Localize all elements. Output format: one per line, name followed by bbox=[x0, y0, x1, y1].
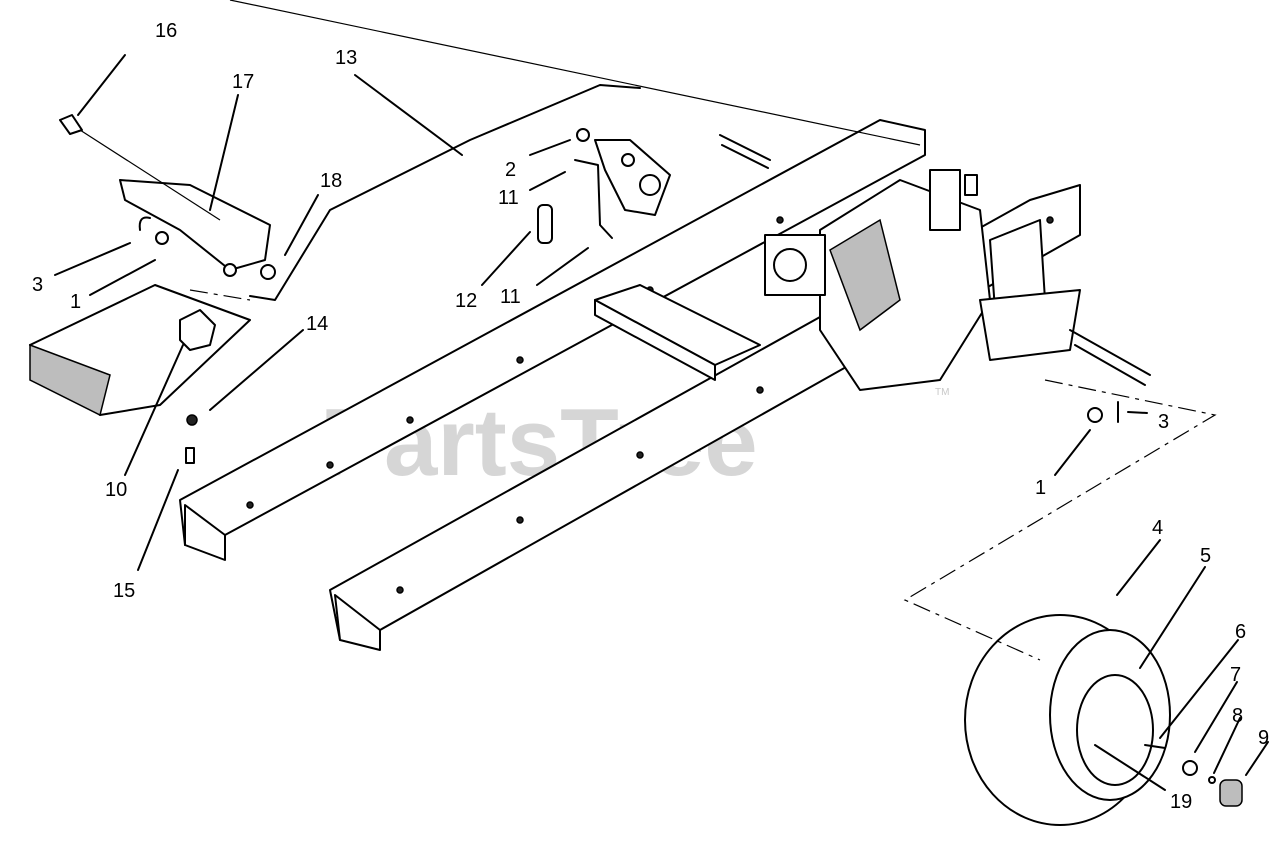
callout-16: 16 bbox=[155, 20, 177, 42]
shift-lever bbox=[119, 179, 276, 280]
callout-5: 5 bbox=[1200, 545, 1211, 567]
callout-1-left: 1 bbox=[70, 291, 81, 313]
callout-14: 14 bbox=[306, 313, 328, 335]
frame-rail-left bbox=[179, 0, 926, 561]
callout-7: 7 bbox=[1230, 664, 1241, 686]
bolt-16 bbox=[59, 114, 221, 221]
leader-lines bbox=[54, 54, 1269, 791]
callout-11-upper: 11 bbox=[498, 187, 519, 209]
callout-4: 4 bbox=[1152, 517, 1163, 539]
callout-2: 2 bbox=[505, 159, 516, 181]
callout-17: 17 bbox=[232, 71, 254, 93]
callout-11-lower: 11 bbox=[500, 286, 521, 308]
transaxle bbox=[719, 134, 1151, 391]
rear-wheel bbox=[964, 614, 1243, 826]
callouts: 16 17 13 18 3 1 2 11 12 11 14 10 15 3 1 … bbox=[32, 20, 1269, 813]
callout-18: 18 bbox=[320, 170, 342, 192]
callout-15: 15 bbox=[113, 580, 135, 602]
callout-13: 13 bbox=[335, 47, 357, 69]
reference-lines bbox=[189, 289, 1217, 661]
callout-6: 6 bbox=[1235, 621, 1246, 643]
callout-1-right: 1 bbox=[1035, 477, 1046, 499]
seat-plate bbox=[29, 284, 251, 464]
shift-rod bbox=[249, 84, 641, 301]
callout-3-right: 3 bbox=[1158, 411, 1169, 433]
watermark-trademark: TM bbox=[935, 387, 949, 398]
brake-linkage bbox=[537, 128, 671, 244]
callout-12: 12 bbox=[455, 290, 477, 312]
callout-3-left: 3 bbox=[32, 274, 43, 296]
cross-member bbox=[594, 284, 761, 381]
callout-19: 19 bbox=[1170, 791, 1192, 813]
callout-8: 8 bbox=[1232, 705, 1243, 727]
axle-hardware bbox=[1087, 401, 1119, 423]
callout-9: 9 bbox=[1258, 727, 1269, 749]
callout-10: 10 bbox=[105, 479, 127, 501]
